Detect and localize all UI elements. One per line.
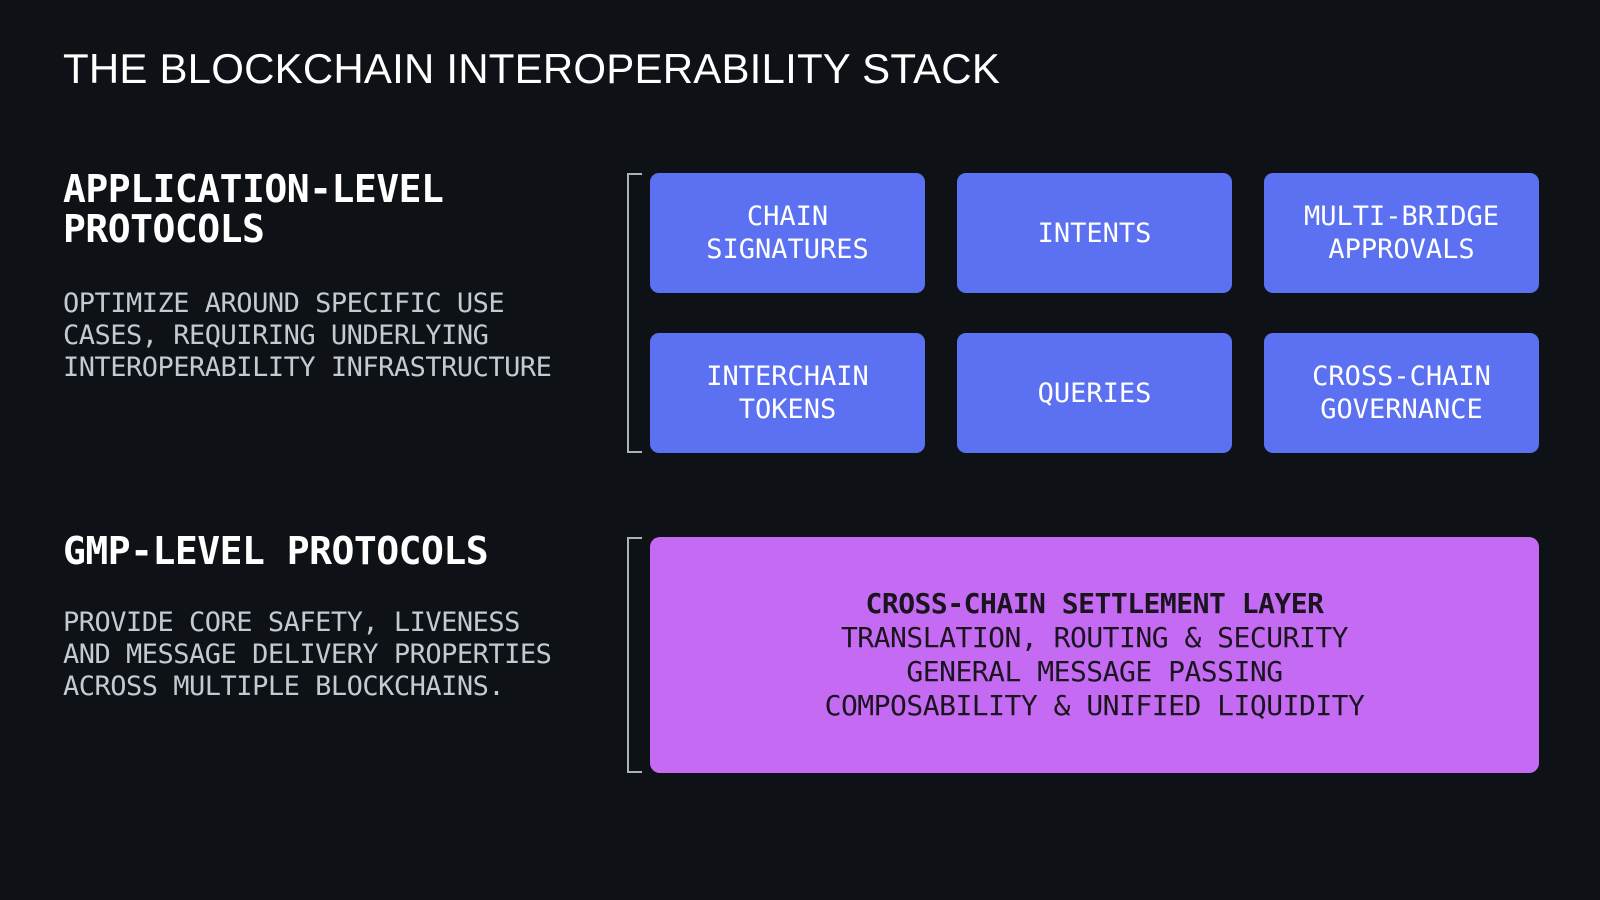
settlement-layer-line: TRANSLATION, ROUTING & SECURITY <box>840 621 1349 654</box>
heading-line: GMP-LEVEL PROTOCOLS <box>63 529 489 573</box>
description-line: PROVIDE CORE SAFETY, LIVENESS <box>63 607 520 638</box>
protocol-box-label: CHAIN SIGNATURES <box>706 201 869 265</box>
protocol-box-interchain-tokens: INTERCHAIN TOKENS <box>650 333 925 453</box>
protocol-box-chain-signatures: CHAIN SIGNATURES <box>650 173 925 293</box>
gmp-protocols-heading: GMP-LEVEL PROTOCOLS <box>63 529 489 573</box>
protocol-box-label: QUERIES <box>1037 377 1152 409</box>
protocol-box-intents: INTENTS <box>957 173 1232 293</box>
protocol-box-label: INTENTS <box>1037 217 1152 249</box>
heading-line: APPLICATION-LEVEL <box>63 167 444 211</box>
page-title: THE BLOCKCHAIN INTEROPERABILITY STACK <box>63 45 1001 92</box>
application-protocols-heading: APPLICATION-LEVEL PROTOCOLS <box>63 167 444 251</box>
settlement-layer-title: CROSS-CHAIN SETTLEMENT LAYER <box>865 587 1324 620</box>
application-protocols-description: OPTIMIZE AROUND SPECIFIC USE CASES, REQU… <box>63 288 552 384</box>
protocol-box-label: CROSS-CHAIN GOVERNANCE <box>1312 361 1491 425</box>
protocol-box-label: MULTI-BRIDGE APPROVALS <box>1303 201 1500 265</box>
description-line: OPTIMIZE AROUND SPECIFIC USE <box>63 288 505 319</box>
settlement-layer-line: COMPOSABILITY & UNIFIED LIQUIDITY <box>824 689 1365 722</box>
protocol-box-multi-bridge-approvals: MULTI-BRIDGE APPROVALS <box>1264 173 1539 293</box>
gmp-protocols-description: PROVIDE CORE SAFETY, LIVENESS AND MESSAG… <box>63 607 552 703</box>
gmp-group-bracket <box>627 537 642 773</box>
application-group-bracket <box>627 173 642 453</box>
protocol-box-label: INTERCHAIN TOKENS <box>706 361 869 425</box>
description-line: ACROSS MULTIPLE BLOCKCHAINS. <box>63 671 505 702</box>
settlement-layer-line: GENERAL MESSAGE PASSING <box>906 655 1283 688</box>
description-line: CASES, REQUIRING UNDERLYING <box>63 320 489 351</box>
description-line: INTEROPERABILITY INFRASTRUCTURE <box>63 352 552 383</box>
heading-line: PROTOCOLS <box>63 207 265 251</box>
description-line: AND MESSAGE DELIVERY PROPERTIES <box>63 639 552 670</box>
protocol-box-queries: QUERIES <box>957 333 1232 453</box>
application-protocol-boxes: CHAIN SIGNATURES INTENTS MULTI-BRIDGE AP… <box>650 173 1539 453</box>
protocol-box-cross-chain-governance: CROSS-CHAIN GOVERNANCE <box>1264 333 1539 453</box>
settlement-layer-box: CROSS-CHAIN SETTLEMENT LAYER TRANSLATION… <box>650 537 1539 773</box>
